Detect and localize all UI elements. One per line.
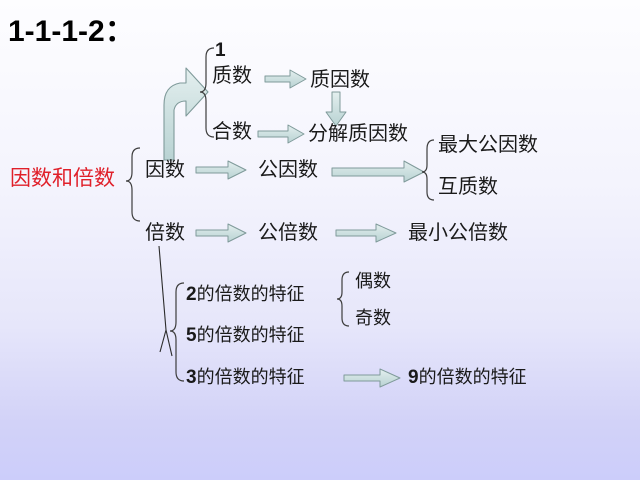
arrow-right-icon [195,223,247,243]
node-coprime: 互质数 [438,176,498,198]
curly-brace-icon [336,271,350,327]
node-one: 1 [215,40,226,61]
node-feature-2: 2的倍数的特征 [186,285,305,304]
curly-brace-icon [169,282,185,382]
arrow-right-icon [343,368,401,388]
node-gcd: 最大公因数 [438,134,538,156]
arrow-right-icon [257,124,305,144]
curly-brace-icon [421,139,435,201]
bent-arrow-right-icon [163,67,209,161]
node-feature-9-number: 9 [408,367,419,388]
node-feature-5: 5的倍数的特征 [186,326,305,345]
arrow-right-icon [331,160,425,183]
node-common-multiple: 公倍数 [258,222,318,244]
node-factorize: 分解质因数 [308,123,408,145]
node-composite: 合数 [212,121,252,143]
node-root-title: 因数和倍数 [10,166,115,190]
arrow-right-icon [195,160,247,180]
node-feature-9: 9的倍数的特征 [408,368,527,387]
node-even: 偶数 [355,271,391,291]
node-common-factor: 公因数 [258,159,318,181]
node-odd: 奇数 [355,308,391,328]
node-factor: 因数 [145,159,185,181]
node-feature-2-number: 2 [186,284,197,305]
node-multiple: 倍数 [145,222,185,244]
node-feature-3-number: 3 [186,367,197,388]
page-title: 1-1-1-2： [8,15,135,48]
node-feature-9-label: 的倍数的特征 [418,367,527,387]
curly-brace-icon [125,147,141,222]
node-feature-3-label: 的倍数的特征 [196,367,305,387]
node-lcm: 最小公倍数 [408,222,508,244]
node-feature-2-label: 的倍数的特征 [196,284,305,304]
diagonal-line-icon [158,245,173,357]
node-feature-5-label: 的倍数的特征 [196,325,305,345]
node-feature-5-number: 5 [186,325,197,346]
node-prime: 质数 [212,65,252,87]
node-prime-factor: 质因数 [310,69,370,91]
arrow-right-icon [264,69,307,89]
arrow-right-icon [335,223,397,243]
arrow-down-icon [325,91,347,127]
node-feature-3: 3的倍数的特征 [186,368,305,387]
